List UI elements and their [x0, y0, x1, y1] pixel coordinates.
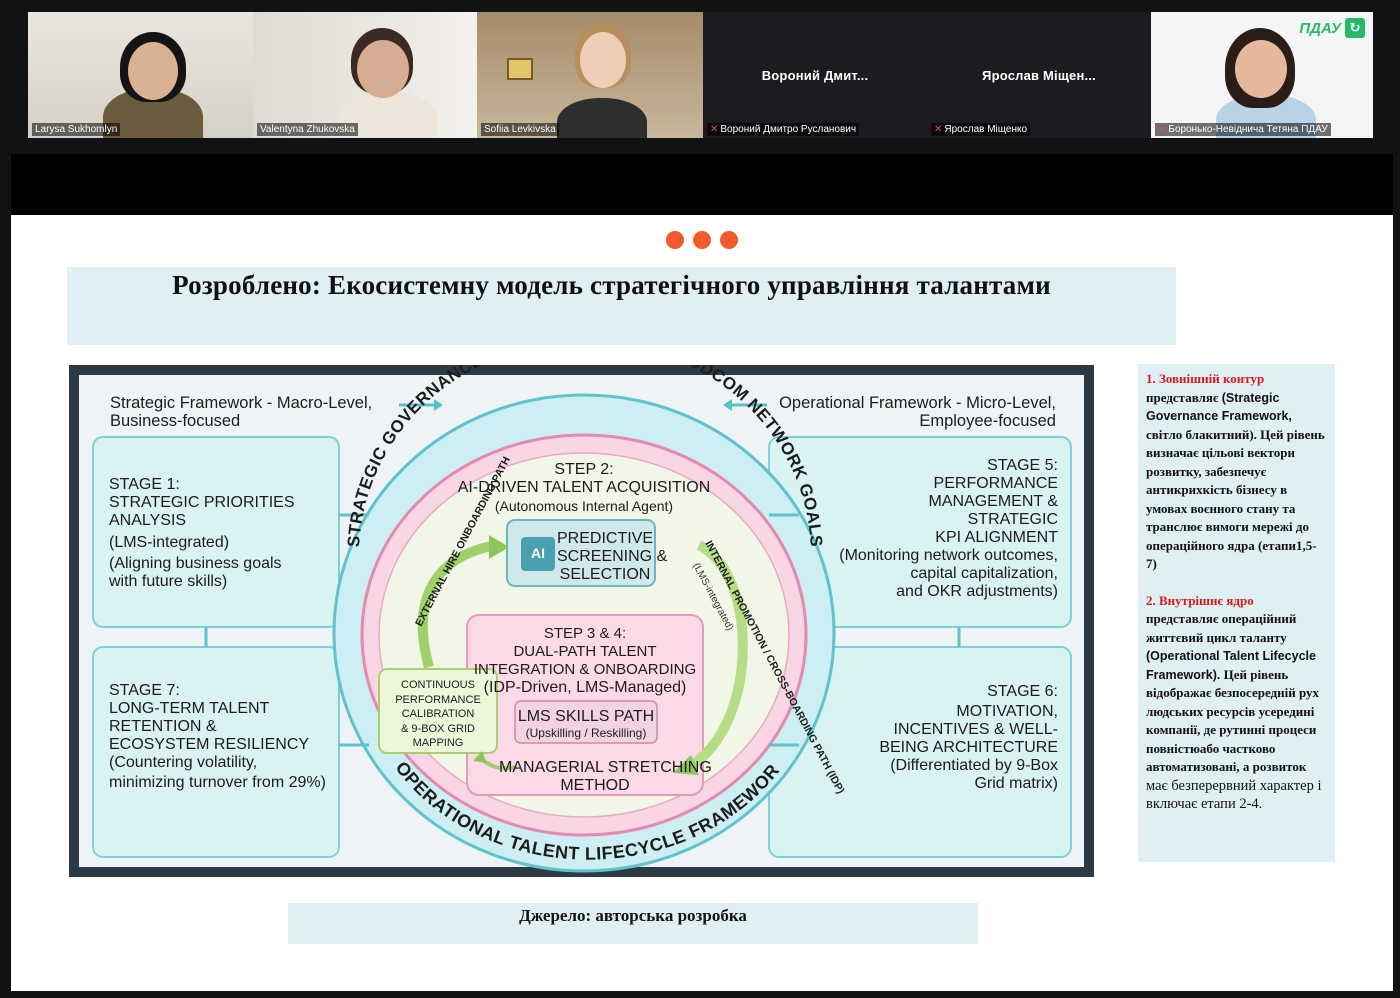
- outer-contour-heading: 1. Зовнішній контур: [1146, 371, 1265, 386]
- slide-dots-decoration: [666, 231, 738, 249]
- managerial-stretching-text: MANAGERIAL STRETCHING METHOD: [499, 759, 712, 794]
- participant-display-name: Вороний Дмит...: [761, 68, 869, 83]
- shared-screen-header: [11, 154, 1393, 215]
- participant-name: ✕Боронько-Невідничa Тетяна ПДАУ: [1155, 123, 1331, 136]
- inner-core-text-a: представляє операційний життєвий цикл та…: [1146, 611, 1297, 645]
- picture-frame: [507, 58, 533, 80]
- muted-mic-icon: ✕: [1158, 124, 1167, 135]
- participant-name: ✕Ярослав Міщенко: [931, 123, 1031, 136]
- diagram-graphics: STRATEGIC GOVERNANCE FRAMEWORK – LLC FOO…: [69, 365, 1072, 873]
- right-header: Operational Framework - Micro-Level,Empl…: [779, 394, 1056, 430]
- outer-contour-text-b: (Strategic Governance Framework,: [1146, 390, 1292, 424]
- stage1-box: [92, 436, 340, 628]
- calibration-text: CONTINUOUS PERFORMANCE CALIBRATION & 9-B…: [395, 679, 481, 749]
- ai-chip-icon: [521, 537, 555, 571]
- participant-strip: Larysa Sukhomlyn Valentyna Zhukovska Sof…: [0, 0, 1400, 148]
- outer-contour-text-a: представляє: [1146, 389, 1219, 405]
- stage6-text: STAGE 6: MOTIVATION, INCENTIVES & WELL- …: [879, 683, 1058, 792]
- stage7-box: [92, 646, 340, 858]
- lms-skills-box: [514, 700, 658, 744]
- participant-name: Sofiia Levkivska: [481, 123, 559, 136]
- ai-chip-label: AI: [531, 545, 545, 561]
- side-note: 1. Зовнішній контур представляє (Strateg…: [1138, 364, 1335, 862]
- stage7-text: STAGE 7: LONG-TERM TALENT RETENTION & EC…: [109, 682, 326, 791]
- participant-tile-3[interactable]: Sofiia Levkivska: [477, 12, 703, 138]
- avatar: [98, 18, 208, 138]
- left-header: Strategic Framework - Macro-Level,Busine…: [110, 394, 373, 430]
- muted-mic-icon: ✕: [934, 124, 943, 135]
- participant-name: Larysa Sukhomlyn: [32, 123, 121, 136]
- inner-core-text-b: (Operational Talent Lifecycle Framework)…: [1146, 649, 1316, 682]
- outer-contour-text-c: світло блакитний). Цей рівень визначає ц…: [1146, 426, 1325, 572]
- participant-name: Valentyna Zhukovska: [257, 123, 358, 136]
- muted-mic-icon: ✕: [710, 124, 719, 135]
- inner-core-heading: 2. Внутрішнє ядро: [1146, 592, 1254, 608]
- step34-text: STEP 3 & 4: DUAL-PATH TALENT INTEGRATION…: [473, 625, 697, 696]
- participant-tile-5[interactable]: Ярослав Міщен... ✕Ярослав Міщенко: [927, 12, 1151, 138]
- source-box: Джерело: авторська розробка: [288, 903, 978, 944]
- ai-screening-text: PREDICTIVE SCREENING & SELECTION: [557, 530, 668, 583]
- stage5-text: STAGE 5: PERFORMANCE MANAGEMENT & STRATE…: [839, 457, 1058, 600]
- participant-name: ✕Вороний Дмитро Русланович: [707, 123, 860, 136]
- calibration-box: [378, 668, 498, 754]
- participant-tile-2[interactable]: Valentyna Zhukovska: [253, 12, 477, 138]
- lms-skills-text: LMS SKILLS PATH (Upskilling / Reskilling…: [517, 708, 655, 740]
- ecosystem-diagram: STRATEGIC GOVERNANCE FRAMEWORK – LLC FOO…: [69, 365, 1094, 877]
- avatar: [1211, 18, 1321, 138]
- logo-mark-icon: ↻: [1345, 18, 1365, 38]
- university-logo: ПДАУ↻: [1299, 18, 1365, 38]
- participant-tile-4[interactable]: Вороний Дмит... ✕Вороний Дмитро Русланов…: [703, 12, 927, 138]
- participant-tile-6[interactable]: ПДАУ↻ ✕Боронько-Невідничa Тетяна ПДАУ: [1151, 12, 1373, 138]
- inner-core-text-e: має безперервний характер і включає етап…: [1146, 777, 1322, 813]
- avatar: [333, 18, 443, 138]
- shared-slide: Розроблено: Екосистемну модель стратегіч…: [11, 215, 1393, 991]
- step2-text: STEP 2: AI-DRIVEN TALENT ACQUISITION (Au…: [457, 461, 711, 514]
- slide-title-box: Розроблено: Екосистемну модель стратегіч…: [67, 267, 1176, 345]
- slide-title: Розроблено: Екосистемну модель стратегіч…: [172, 270, 1051, 300]
- inner-core-text-d: розвиток: [1252, 759, 1307, 774]
- inner-core-text-c: Цей рівень відображає безпосередній рух …: [1146, 666, 1320, 775]
- source-caption: Джерело: авторська розробка: [519, 906, 747, 925]
- participant-display-name: Ярослав Міщен...: [982, 68, 1096, 83]
- participant-tile-1[interactable]: Larysa Sukhomlyn: [28, 12, 253, 138]
- stage1-text: STAGE 1: STRATEGIC PRIORITIES ANALYSIS (…: [109, 476, 295, 590]
- avatar: [547, 18, 657, 138]
